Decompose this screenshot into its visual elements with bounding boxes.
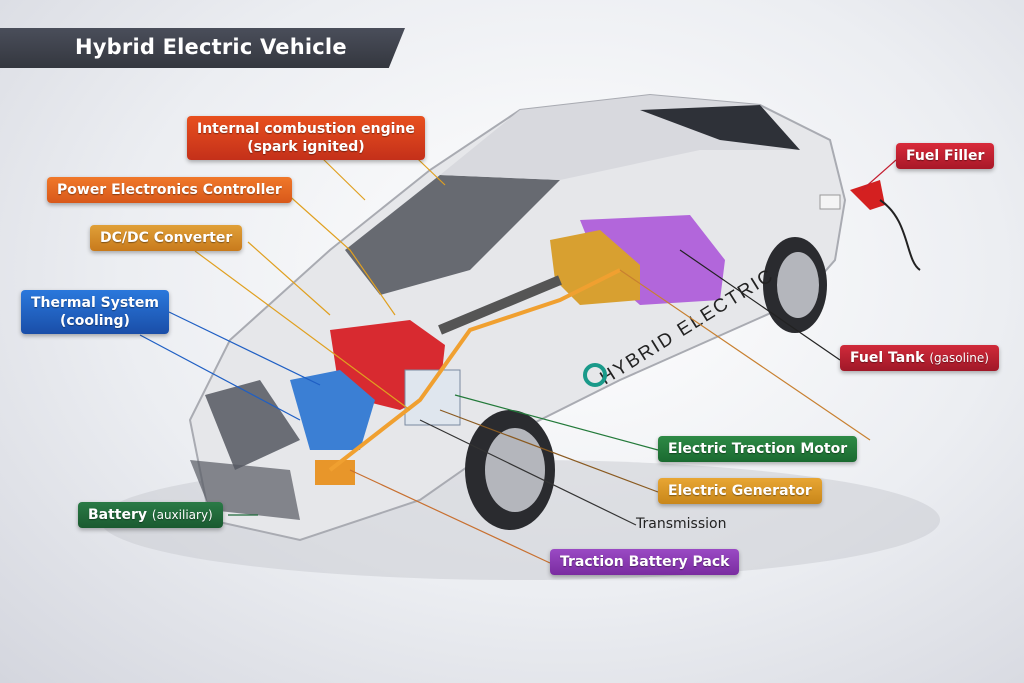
fuel-tank-block xyxy=(550,230,640,305)
leader-lines xyxy=(139,139,897,564)
label-transmission: Transmission xyxy=(636,516,727,532)
orange-cable xyxy=(328,268,621,472)
title-banner: Hybrid Electric Vehicle xyxy=(0,28,405,68)
label-subtext: (auxiliary) xyxy=(151,508,213,522)
windshield xyxy=(345,175,560,295)
exhaust-pipe xyxy=(438,275,562,335)
fuel-nozzle xyxy=(850,180,885,210)
label-text: Battery xyxy=(88,507,148,523)
label-subtext: (cooling) xyxy=(60,313,130,329)
page-title: Hybrid Electric Vehicle xyxy=(75,35,347,59)
grille xyxy=(205,380,300,470)
label-electric-traction-motor: Electric Traction Motor xyxy=(658,436,858,462)
label-fuel-tank: Fuel Tank (gasoline) xyxy=(840,345,999,371)
label-text: Fuel Tank xyxy=(850,350,925,366)
decal-logo xyxy=(583,363,607,387)
label-thermal-system: Thermal System (cooling) xyxy=(21,290,169,334)
label-subtext: (spark ignited) xyxy=(247,139,365,155)
thermal-block xyxy=(290,370,375,450)
label-text: Thermal System xyxy=(31,295,159,311)
label-internal-combustion-engine: Internal combustion engine (spark ignite… xyxy=(187,116,425,160)
label-battery-auxiliary: Battery (auxiliary) xyxy=(78,502,223,528)
label-fuel-filler: Fuel Filler xyxy=(896,143,995,169)
label-electric-generator: Electric Generator xyxy=(658,478,822,504)
label-traction-battery-pack: Traction Battery Pack xyxy=(550,549,740,575)
label-power-electronics-controller: Power Electronics Controller xyxy=(47,177,292,203)
rear-window xyxy=(640,105,800,150)
motor-block xyxy=(404,369,461,426)
label-text: Internal combustion engine xyxy=(197,121,415,137)
label-dcdc-converter: DC/DC Converter xyxy=(90,225,243,251)
label-subtext: (gasoline) xyxy=(929,351,989,365)
